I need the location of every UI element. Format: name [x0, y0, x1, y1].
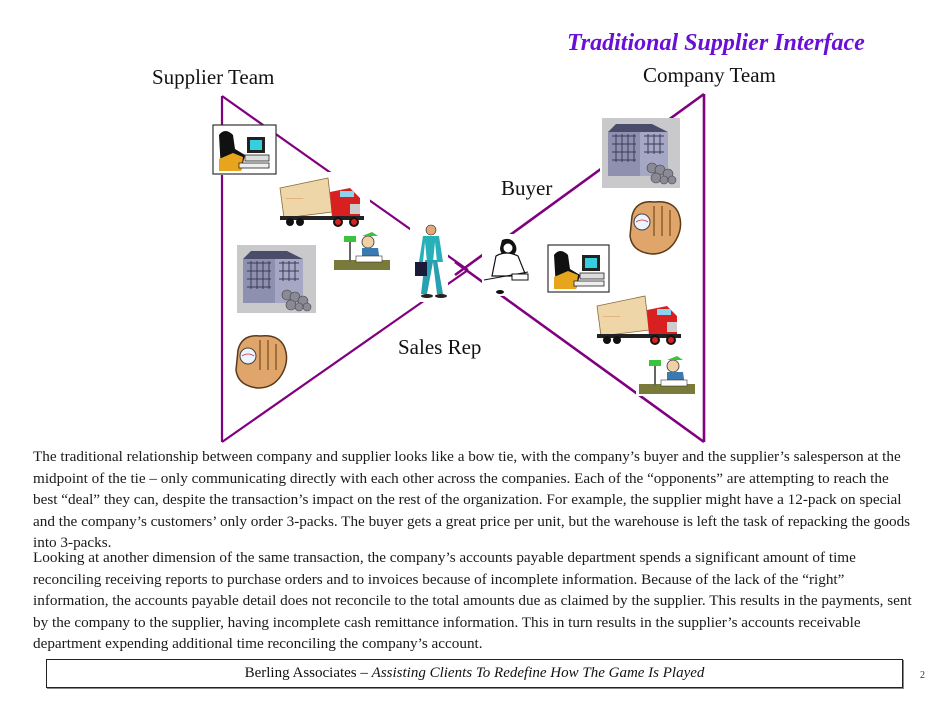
baseball-glove-icon — [629, 200, 682, 255]
baseball-glove-icon — [235, 334, 288, 389]
body-paragraph: Looking at another dimension of the same… — [33, 549, 912, 652]
computer-worker-icon — [212, 124, 277, 175]
delivery-truck-icon: ~~~~~~~~ — [279, 177, 364, 227]
company-team-label: Company Team — [643, 63, 776, 87]
buyer-writing-icon — [483, 238, 529, 294]
footer-tagline: Assisting Clients To Redefine How The Ga… — [371, 665, 705, 681]
svg-text:~~~~~~~~: ~~~~~~~~ — [286, 196, 304, 201]
sales-rep-label: Sales Rep — [398, 335, 482, 359]
accountant-desk-icon — [334, 232, 390, 270]
footer: Berling Associates – Assisting Clients T… — [46, 659, 903, 688]
salesman-briefcase-icon — [415, 224, 447, 298]
body-paragraph: The traditional relationship between com… — [33, 448, 911, 551]
footer-company: Berling Associates – — [244, 665, 368, 681]
delivery-truck-icon: ~~~~~~~~ — [596, 295, 681, 345]
bow-tie-diagram: ~~~~~~~~ — [212, 92, 706, 444]
accountant-desk-icon — [639, 356, 695, 394]
supplier-team-label: Supplier Team — [152, 65, 275, 89]
computer-worker-icon — [547, 244, 610, 293]
svg-text:~~~~~~~~: ~~~~~~~~ — [603, 314, 621, 319]
slide-title: Traditional Supplier Interface — [567, 30, 865, 56]
warehouse-building-icon — [237, 245, 316, 313]
page-number: 2 — [920, 670, 925, 681]
buyer-label: Buyer — [501, 176, 553, 200]
warehouse-building-icon — [602, 118, 680, 188]
